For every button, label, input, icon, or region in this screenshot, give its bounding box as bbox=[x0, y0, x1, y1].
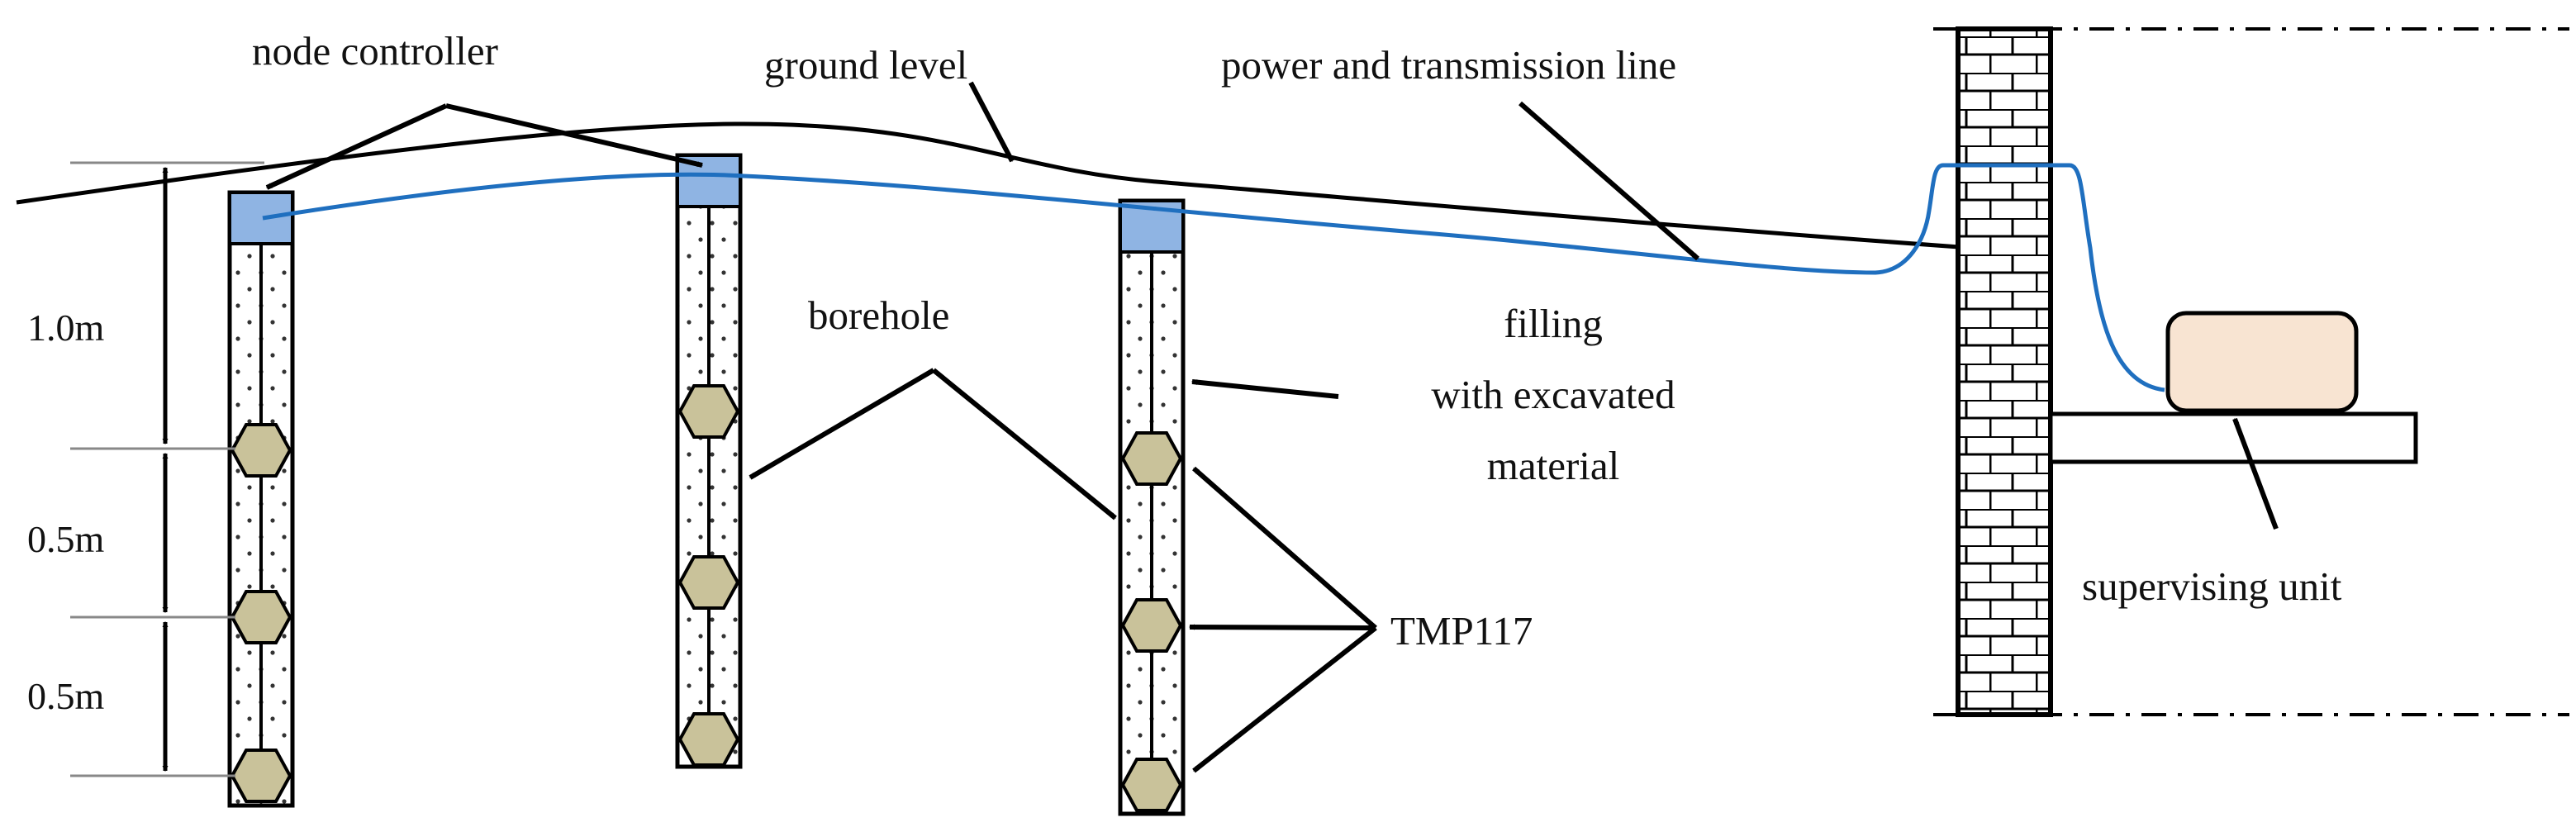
supervising-unit-box bbox=[2165, 311, 2359, 413]
hexagon-sensor-icon bbox=[230, 423, 292, 478]
dimension-guides bbox=[70, 161, 264, 777]
shelf bbox=[2048, 411, 2418, 464]
label-filling-line-3: material bbox=[1487, 443, 1620, 488]
hexagon-sensor-icon bbox=[1120, 598, 1183, 653]
label-tmp117: TMP117 bbox=[1390, 608, 1533, 654]
dimension-label-1: 1.0m bbox=[27, 307, 105, 349]
node-controller-box-icon bbox=[228, 191, 294, 245]
label-node-controller: node controller bbox=[252, 28, 498, 74]
pointer-arrows bbox=[265, 81, 2279, 773]
label-filling-line-1: filling bbox=[1504, 301, 1603, 346]
ground-level-line bbox=[16, 121, 1971, 250]
label-ground-level: ground level bbox=[764, 42, 967, 88]
label-power-transmission-line: power and transmission line bbox=[1221, 42, 1676, 88]
brick-wall-icon bbox=[1956, 26, 2053, 717]
hexagon-sensor-icon bbox=[677, 555, 740, 610]
sensor-group bbox=[230, 384, 1183, 812]
hexagon-sensor-icon bbox=[230, 590, 292, 644]
hexagon-sensor-icon bbox=[677, 712, 740, 767]
power-transmission-cable bbox=[262, 163, 2165, 392]
label-filling-line-2: with excavated bbox=[1431, 372, 1675, 417]
label-supervising-unit: supervising unit bbox=[2082, 563, 2342, 609]
hexagon-sensor-icon bbox=[1120, 431, 1183, 486]
hexagon-sensor-icon bbox=[1120, 758, 1183, 812]
hexagon-sensor-icon bbox=[230, 749, 292, 803]
hexagon-sensor-icon bbox=[677, 384, 740, 439]
building-boundary-lines bbox=[1933, 27, 2569, 716]
borehole-2 bbox=[675, 153, 743, 769]
dimension-label-3: 0.5m bbox=[27, 675, 105, 717]
borehole-3 bbox=[1118, 198, 1186, 816]
borehole-1 bbox=[227, 190, 295, 808]
label-borehole: borehole bbox=[808, 292, 949, 338]
dimension-label-2: 0.5m bbox=[27, 518, 105, 560]
